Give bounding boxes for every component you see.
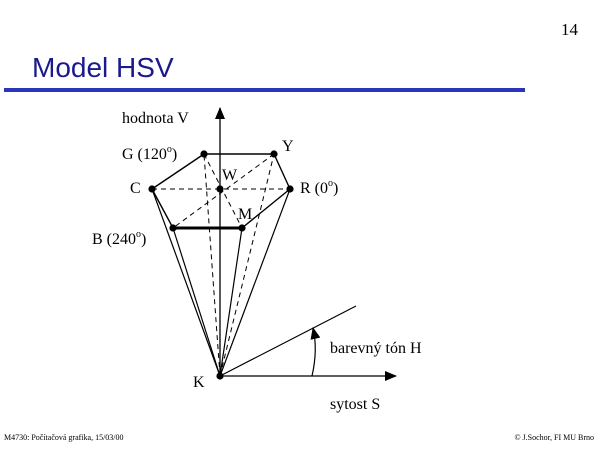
label-G: G (120o) [122,144,177,163]
vertex-C [148,185,156,193]
vertex-W [216,185,224,193]
vertex-R [286,185,294,193]
axis-label-value: hodnota V [122,110,189,127]
label-saturation: sytost S [330,396,380,413]
slide-title: Model HSV [32,52,174,83]
page-number: 14 [561,20,578,39]
hexagon-solid-edges [151,153,291,229]
footer-copyright: © J.Sochor, FI MU Brno [514,433,594,442]
cone-dashed-edges [203,153,275,377]
vertex-B [169,224,177,232]
vertex-G [200,150,208,158]
hexagon-dashed-lines [152,153,290,229]
label-W: W [222,167,238,184]
label-B: B (240o) [92,229,146,248]
label-hue: barevný tón H [330,340,422,357]
title-divider [4,88,525,92]
label-K: K [193,374,205,391]
vertex-M [238,224,246,232]
footer-course: M4730: Počítačová grafika, 15/03/00 [4,433,124,442]
hue-line [219,305,357,377]
label-M: M [238,206,252,223]
label-C: C [130,180,141,197]
vertex-K [216,372,224,380]
label-Y: Y [282,138,294,155]
hue-arc-arrow [310,327,321,377]
vertex-Y [270,150,278,158]
label-R: R (0o) [300,178,338,197]
cone-solid-edges [151,188,291,377]
